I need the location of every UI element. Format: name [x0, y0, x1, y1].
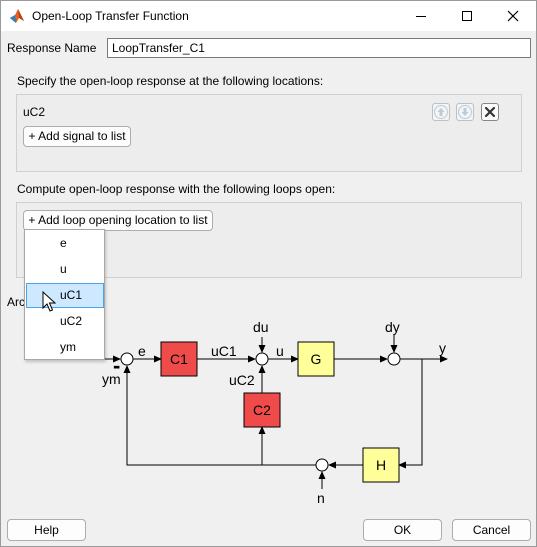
- maximize-button[interactable]: [444, 1, 490, 31]
- matlab-logo-icon: [10, 9, 24, 23]
- loop-location-dropdown[interactable]: e u uC1 uC2 ym: [24, 229, 105, 360]
- cancel-button[interactable]: Cancel: [452, 519, 531, 541]
- open-loop-heading: Specify the open-loop response at the fo…: [17, 74, 324, 88]
- g-label: G: [311, 351, 322, 367]
- delete-x-icon: [484, 106, 496, 118]
- signal-uc2-label: uC2: [229, 372, 255, 388]
- close-icon: [507, 10, 519, 22]
- minimize-button[interactable]: [398, 1, 444, 31]
- dropdown-item-ym[interactable]: ym: [60, 340, 76, 354]
- dropdown-item-uc1[interactable]: uC1: [26, 283, 104, 308]
- h-label: H: [376, 457, 386, 473]
- response-name-label: Response Name: [7, 41, 97, 55]
- add-signal-button[interactable]: + Add signal to list: [23, 126, 131, 147]
- close-window-button[interactable]: [490, 1, 536, 31]
- signal-dy-label: dy: [385, 319, 400, 335]
- ok-button[interactable]: OK: [363, 519, 442, 541]
- arrow-down-icon: [458, 105, 472, 119]
- window-title: Open-Loop Transfer Function: [32, 9, 189, 23]
- delete-signal-button[interactable]: [481, 103, 499, 121]
- dropdown-item-uc2[interactable]: uC2: [60, 314, 83, 328]
- signal-list-panel: uC2 + Add signal to list: [16, 94, 522, 172]
- dropdown-item-e[interactable]: e: [60, 236, 67, 250]
- minus-sign: -: [113, 353, 120, 378]
- signal-du-label: du: [253, 319, 269, 335]
- minimize-icon: [416, 16, 426, 17]
- c1-label: C1: [170, 351, 188, 367]
- maximize-icon: [462, 11, 472, 21]
- help-button[interactable]: Help: [7, 519, 86, 541]
- h-block: [362, 447, 400, 483]
- signal-uc1-label: uC1: [211, 343, 237, 359]
- response-name-input[interactable]: LoopTransfer_C1: [107, 38, 531, 58]
- add-loop-opening-button[interactable]: + Add loop opening location to list: [23, 210, 213, 231]
- move-down-button[interactable]: [456, 103, 474, 121]
- signal-list-item[interactable]: uC2: [23, 105, 46, 119]
- arc-label-fragment: Arc: [7, 295, 25, 309]
- arrow-up-icon: [434, 105, 448, 119]
- c2-block: [243, 392, 281, 428]
- mouse-cursor-icon: [42, 291, 56, 312]
- signal-ym-label: ym: [102, 371, 121, 387]
- c1-block: [160, 341, 198, 377]
- move-up-button[interactable]: [432, 103, 450, 121]
- loops-open-heading: Compute open-loop response with the foll…: [17, 182, 336, 196]
- dropdown-item-u[interactable]: u: [60, 262, 67, 276]
- signal-u-label: u: [276, 343, 284, 359]
- title-bar: Open-Loop Transfer Function: [1, 1, 536, 31]
- c2-label: C2: [253, 402, 271, 418]
- signal-n-label: n: [317, 490, 325, 506]
- signal-e-label: e: [138, 343, 146, 359]
- signal-y-label: y: [439, 340, 446, 356]
- g-block: [297, 341, 335, 377]
